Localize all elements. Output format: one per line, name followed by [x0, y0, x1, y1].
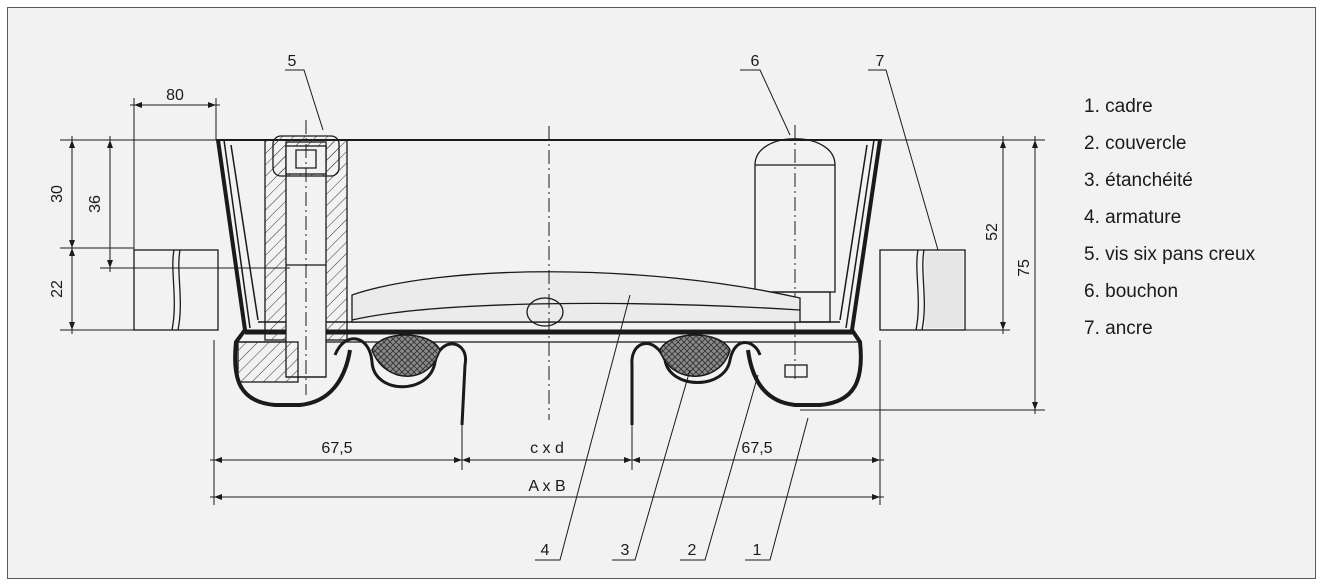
callout-4: 4 [541, 542, 550, 559]
callout-7: 7 [876, 53, 885, 70]
legend-item-bouchon: 6. bouchon [1084, 281, 1178, 302]
dim-30: 30 [49, 185, 66, 203]
anchor-flange-left [133, 249, 219, 331]
legend-item-etancheite: 3. étanchéité [1084, 170, 1193, 191]
reinforcement [351, 126, 801, 420]
seal-right [630, 334, 762, 425]
anchor-flange-right [879, 249, 966, 331]
legend-item-couvercle: 2. couvercle [1084, 133, 1186, 154]
legend: 1. cadre 2. couvercle 3. étanchéité 4. a… [1084, 96, 1256, 339]
dim-75: 75 [1016, 259, 1033, 277]
seal-left [333, 334, 468, 426]
callout-6: 6 [751, 53, 760, 70]
callout-2: 2 [688, 542, 697, 559]
dim-a-x-b: A x B [528, 478, 565, 495]
dim-36: 36 [87, 195, 104, 213]
dim-22: 22 [49, 280, 66, 298]
legend-item-vis: 5. vis six pans creux [1084, 244, 1256, 265]
dim-80: 80 [166, 87, 184, 104]
callout-leaders [285, 69, 939, 561]
callout-3: 3 [621, 542, 630, 559]
legend-item-ancre: 7. ancre [1084, 318, 1153, 339]
dimension-arrows [69, 102, 1038, 500]
dim-52: 52 [984, 223, 1001, 241]
hex-screw [237, 120, 348, 395]
callout-1: 1 [753, 542, 762, 559]
dim-67-5-left: 67,5 [321, 440, 352, 457]
dim-c-x-d: c x d [530, 440, 564, 457]
legend-item-cadre: 1. cadre [1084, 96, 1153, 117]
legend-item-armature: 4. armature [1084, 207, 1181, 228]
callout-5: 5 [288, 53, 297, 70]
dimension-lines [60, 98, 1045, 505]
dim-67-5-right: 67,5 [741, 440, 772, 457]
